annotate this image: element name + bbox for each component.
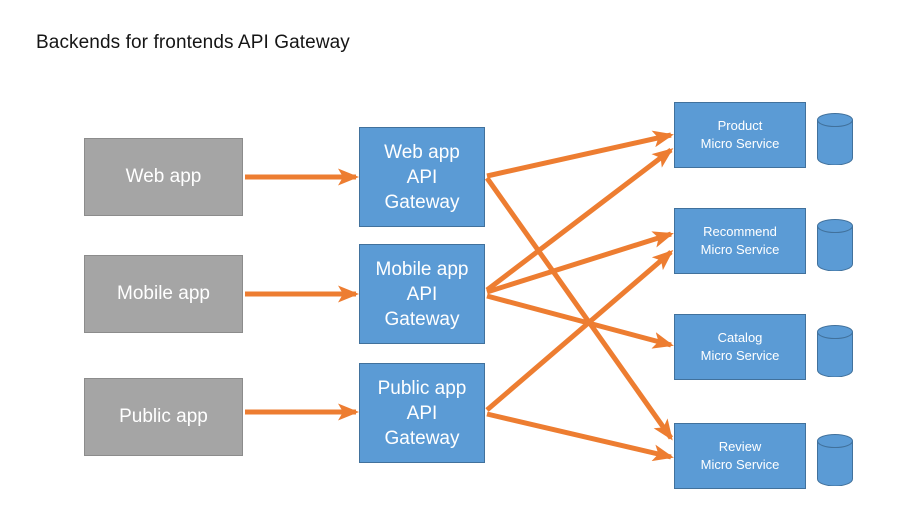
client-node-web-app[interactable]: Web app — [84, 138, 243, 216]
database-cylinder-icon-review-database — [817, 434, 853, 491]
database-cylinder-icon-catalog-database — [817, 325, 853, 382]
client-node-mobile-app[interactable]: Mobile app — [84, 255, 243, 333]
connection-arrow-public-gateway-to-review — [486, 411, 674, 462]
service-node-product-micro-service-label: Product Micro Service — [700, 118, 780, 151]
service-node-recommend-micro-service-label: Recommend Micro Service — [700, 224, 780, 257]
connection-arrow-mobile-gateway-to-catalog — [486, 293, 674, 349]
database-cylinder-icon-recommend-database — [817, 219, 853, 276]
service-node-review-micro-service-label: Review Micro Service — [700, 439, 780, 472]
service-node-product-micro-service[interactable]: Product Micro Service — [674, 102, 806, 168]
gateway-node-web-app-api-gateway-label: Web app API Gateway — [384, 141, 460, 213]
gateway-node-public-app-api-gateway[interactable]: Public app API Gateway — [359, 363, 485, 463]
connection-arrow-web-gateway-to-product — [486, 130, 674, 179]
service-node-recommend-micro-service[interactable]: Recommend Micro Service — [674, 208, 806, 274]
gateway-node-web-app-api-gateway[interactable]: Web app API Gateway — [359, 127, 485, 227]
client-node-mobile-app-label: Mobile app — [117, 283, 210, 304]
gateway-node-public-app-api-gateway-label: Public app API Gateway — [377, 377, 467, 449]
client-node-public-app-label: Public app — [119, 406, 208, 427]
service-node-review-micro-service[interactable]: Review Micro Service — [674, 423, 806, 489]
client-node-web-app-label: Web app — [125, 166, 202, 187]
service-node-catalog-micro-service[interactable]: Catalog Micro Service — [674, 314, 806, 380]
connection-arrow-mobile-gateway-to-product — [485, 148, 674, 292]
service-node-catalog-micro-service-label: Catalog Micro Service — [700, 330, 780, 363]
database-cylinder-icon-product-database — [817, 113, 853, 170]
page-title: Backends for frontends API Gateway — [36, 32, 350, 53]
connection-arrow-mobile-gateway-to-recommend — [486, 231, 674, 295]
connection-arrow-web-gateway-to-review — [484, 176, 674, 441]
client-node-public-app[interactable]: Public app — [84, 378, 243, 456]
gateway-node-mobile-app-api-gateway[interactable]: Mobile app API Gateway — [359, 244, 485, 344]
gateway-node-mobile-app-api-gateway-label: Mobile app API Gateway — [375, 258, 469, 330]
connection-arrow-public-gateway-to-recommend — [485, 250, 674, 412]
